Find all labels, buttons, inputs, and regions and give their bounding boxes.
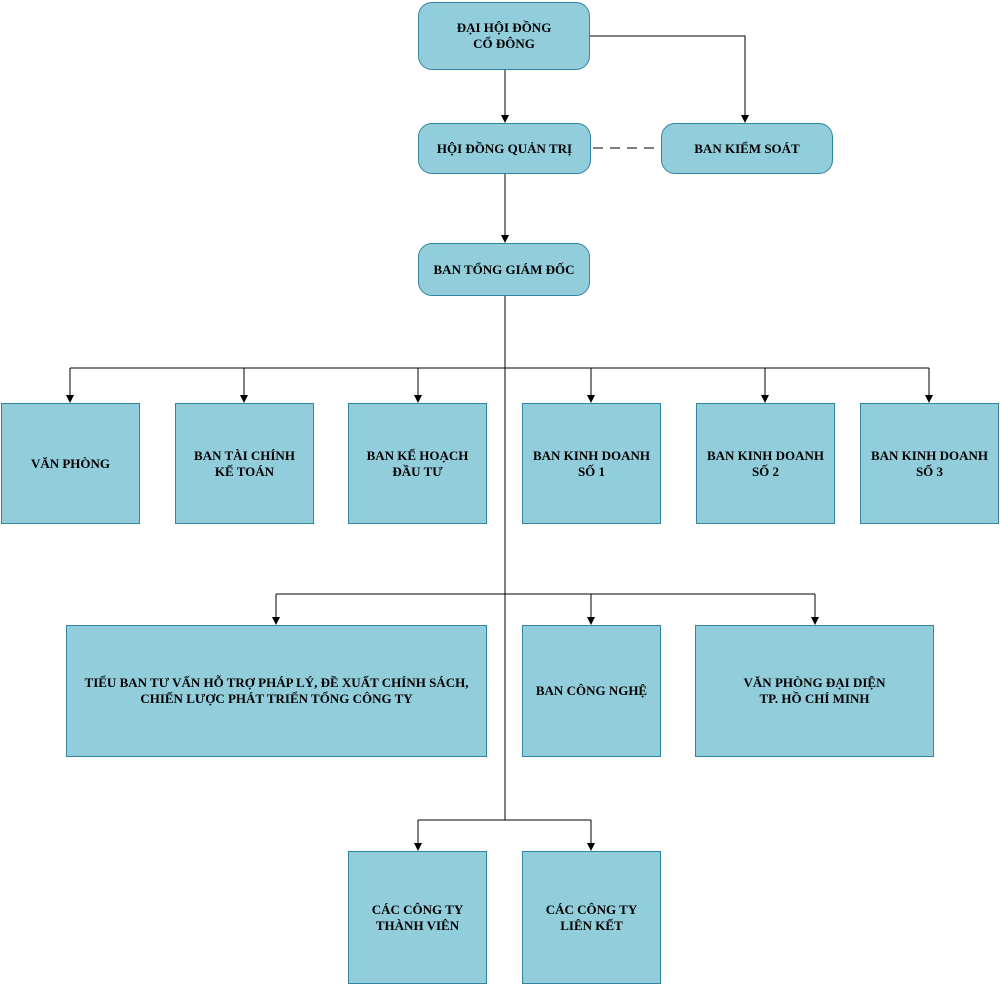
- node-shareholders: ĐẠI HỘI ĐỒNG CỔ ĐÔNG: [418, 2, 590, 70]
- node-supervisory-label: BAN KIỂM SOÁT: [694, 140, 800, 156]
- node-executive-label: BAN TỔNG GIÁM ĐỐC: [433, 261, 575, 277]
- node-planning: BAN KẾ HOẠCH ĐẦU TƯ: [348, 403, 487, 524]
- node-business2: BAN KINH DOANH SỐ 2: [696, 403, 835, 524]
- connector-shareholders-supervisory: [590, 35, 749, 123]
- node-business3: BAN KINH DOANH SỐ 3: [860, 403, 999, 524]
- node-business1: BAN KINH DOANH SỐ 1: [522, 403, 661, 524]
- node-shareholders-label: ĐẠI HỘI ĐỒNG CỔ ĐÔNG: [456, 20, 552, 51]
- node-advisory: TIỂU BAN TƯ VẤN HỖ TRỢ PHÁP LÝ, ĐỀ XUẤT …: [66, 625, 487, 757]
- node-affiliates-label: CÁC CÔNG TY LIÊN KẾT: [545, 901, 638, 933]
- node-technology: BAN CÔNG NGHỆ: [522, 625, 661, 757]
- node-subsidiaries: CÁC CÔNG TY THÀNH VIÊN: [348, 851, 487, 984]
- node-technology-label: BAN CÔNG NGHỆ: [535, 683, 648, 698]
- node-office: VĂN PHÒNG: [1, 403, 140, 524]
- node-business2-label: BAN KINH DOANH SỐ 2: [706, 447, 824, 479]
- node-finance-label: BAN TÀI CHÍNH KẾ TOÁN: [194, 447, 295, 479]
- node-planning-label: BAN KẾ HOẠCH ĐẦU TƯ: [366, 447, 469, 479]
- node-hcm-office-label: VĂN PHÒNG ĐẠI DIỆN TP. HỒ CHÍ MINH: [743, 675, 886, 706]
- node-finance: BAN TÀI CHÍNH KẾ TOÁN: [175, 403, 314, 524]
- node-business3-label: BAN KINH DOANH SỐ 3: [870, 447, 988, 479]
- node-supervisory: BAN KIỂM SOÁT: [661, 123, 833, 174]
- node-advisory-label: TIỂU BAN TƯ VẤN HỖ TRỢ PHÁP LÝ, ĐỀ XUẤT …: [84, 675, 469, 706]
- node-affiliates: CÁC CÔNG TY LIÊN KẾT: [522, 851, 661, 984]
- node-business1-label: BAN KINH DOANH SỐ 1: [532, 447, 650, 479]
- node-hcm-office: VĂN PHÒNG ĐẠI DIỆN TP. HỒ CHÍ MINH: [695, 625, 934, 757]
- node-board-label: HỘI ĐỒNG QUẢN TRỊ: [436, 140, 573, 156]
- node-subsidiaries-label: CÁC CÔNG TY THÀNH VIÊN: [371, 901, 464, 933]
- node-board: HỘI ĐỒNG QUẢN TRỊ: [418, 123, 591, 174]
- node-office-label: VĂN PHÒNG: [30, 455, 111, 471]
- node-executive: BAN TỔNG GIÁM ĐỐC: [418, 243, 590, 296]
